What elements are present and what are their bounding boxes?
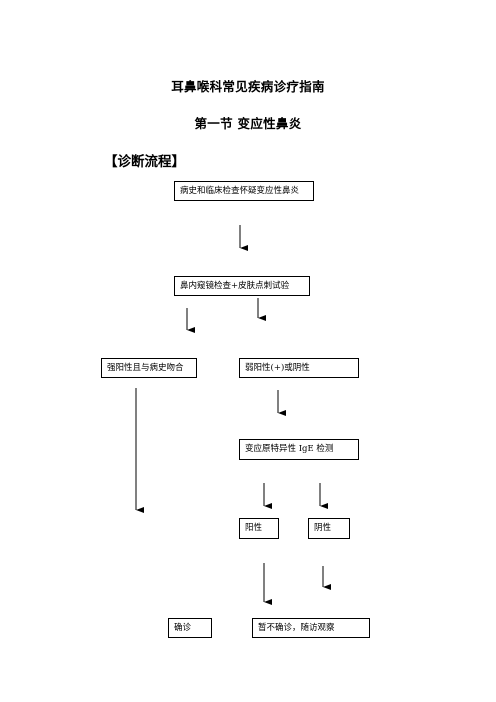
node-negative: 阴性 — [308, 518, 350, 539]
flow-heading: 【诊断流程】 — [104, 154, 185, 170]
node-strong-positive: 强阳性且与病史吻合 — [101, 358, 197, 378]
node-diagnosis: 确诊 — [168, 618, 212, 638]
document-title: 耳鼻喉科常见疾病诊疗指南 — [171, 79, 325, 94]
node-positive: 阳性 — [239, 518, 279, 539]
node-history-exam: 病史和临床检查怀疑变应性鼻炎 — [174, 181, 314, 201]
node-endoscopy-skin-test: 鼻内窥镜检查+皮肤点刺试验 — [174, 276, 310, 296]
section-title: 第一节 变应性鼻炎 — [194, 116, 302, 131]
node-weak-or-negative: 弱阳性(+)或阴性 — [239, 358, 359, 378]
node-ige-test: 变应原特异性 IgE 检测 — [239, 439, 359, 460]
node-followup: 暂不确诊，随访观察 — [252, 618, 370, 638]
